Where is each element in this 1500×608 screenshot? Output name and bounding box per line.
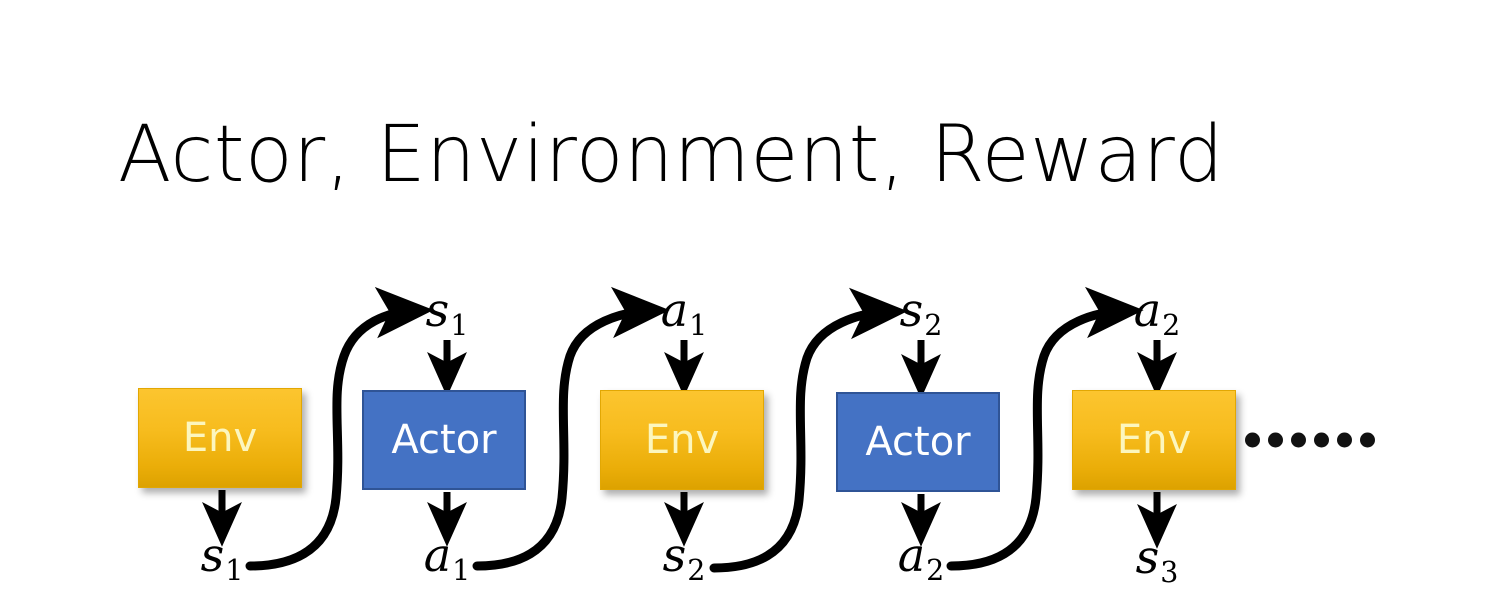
ellipsis-dot (1360, 432, 1375, 448)
node-actor-2[interactable]: Actor (836, 392, 1000, 492)
connector-s2-to-actor2 (709, 287, 908, 573)
node-env-2[interactable]: Env (600, 390, 764, 490)
label-state-s1-top: s1 (426, 287, 469, 349)
label-subscript: 3 (1160, 555, 1179, 589)
label-state-s3-bottom: s3 (1136, 534, 1179, 596)
label-state-s1-bottom: s1 (201, 532, 244, 594)
label-subscript: 1 (225, 553, 244, 587)
label-base: a (660, 283, 689, 338)
label-subscript: 1 (452, 553, 471, 587)
label-base: s (1135, 530, 1160, 585)
label-base: s (662, 528, 687, 583)
label-action-a1-bottom: a1 (424, 532, 471, 594)
label-base: a (897, 528, 926, 583)
ellipsis-dot (1314, 432, 1329, 448)
label-state-s2-bottom: s2 (663, 532, 706, 594)
label-action-a2-bottom: a2 (898, 532, 945, 594)
connector-s1-to-actor1 (245, 287, 434, 571)
ellipsis-dot (1245, 432, 1260, 448)
ellipsis-dot (1268, 432, 1283, 448)
node-env-3[interactable]: Env (1072, 390, 1236, 490)
label-base: a (1133, 283, 1162, 338)
connector-a2-to-env3 (946, 286, 1144, 571)
page-title: Actor, Environment, Reward (118, 110, 1224, 200)
label-subscript: 1 (450, 308, 469, 342)
label-subscript: 2 (687, 553, 706, 587)
label-subscript: 2 (924, 308, 943, 342)
label-subscript: 1 (689, 308, 708, 342)
label-base: a (423, 528, 452, 583)
connector-a1-to-env2 (472, 286, 670, 571)
label-action-a2-top: a2 (1134, 287, 1181, 349)
label-base: s (200, 528, 225, 583)
label-subscript: 2 (926, 553, 945, 587)
ellipsis-indicator (1245, 432, 1375, 448)
ellipsis-dot (1337, 432, 1352, 448)
node-env-1[interactable]: Env (138, 388, 302, 488)
label-subscript: 2 (1162, 308, 1181, 342)
ellipsis-dot (1291, 432, 1306, 448)
node-actor-1[interactable]: Actor (362, 390, 526, 490)
label-state-s2-top: s2 (900, 287, 943, 349)
label-base: s (425, 283, 450, 338)
label-base: s (899, 283, 924, 338)
label-action-a1-top: a1 (661, 287, 708, 349)
